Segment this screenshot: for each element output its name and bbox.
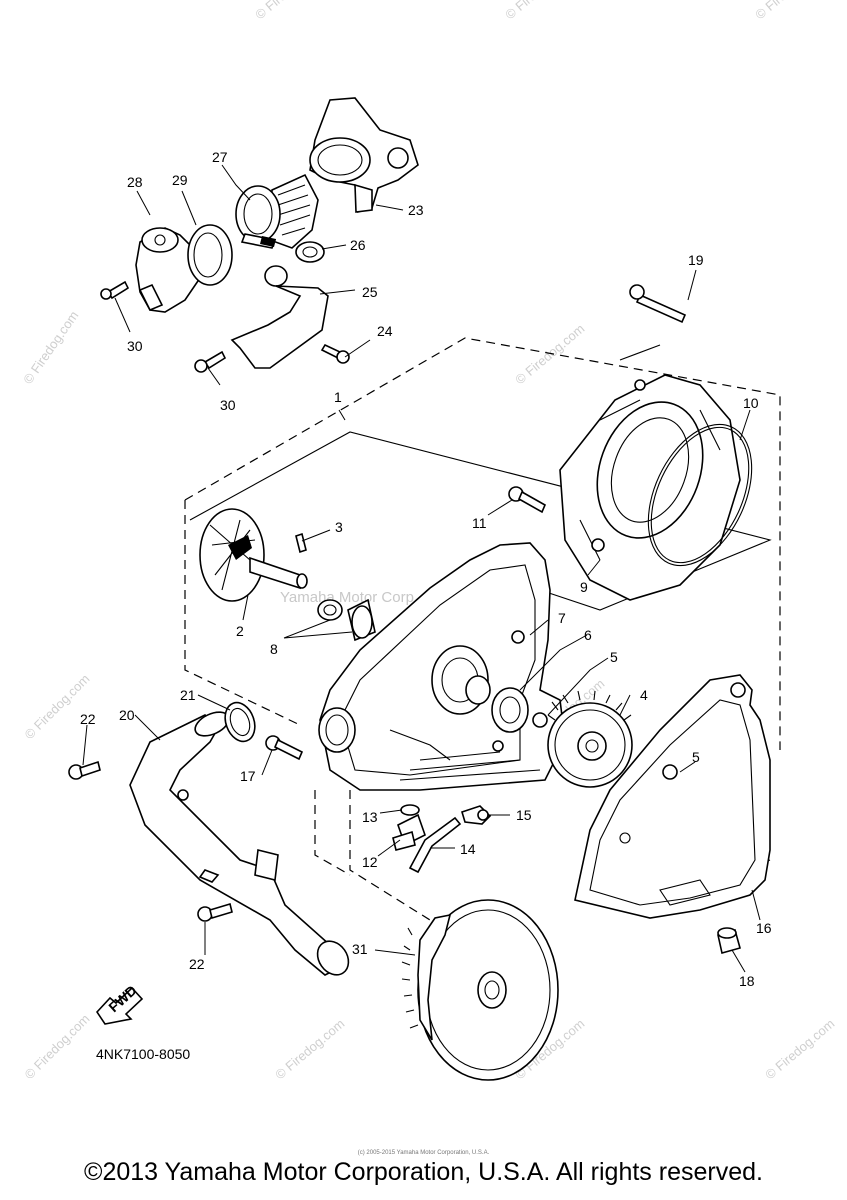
impeller-2 (199, 508, 308, 602)
callout-31: 31 (352, 941, 368, 957)
callout-25: 25 (362, 284, 378, 300)
leader-lines (82, 164, 761, 973)
callout-30: 30 (127, 338, 143, 354)
callout-28: 28 (127, 174, 143, 190)
watermark: © Firedog.com (502, 0, 577, 22)
callout-29: 29 (172, 172, 188, 188)
callout-16: 16 (756, 920, 772, 936)
housing-cover-9 (559, 374, 741, 601)
gear-31 (401, 899, 559, 1081)
gasket-29 (187, 224, 233, 286)
callout-6: 6 (584, 627, 592, 643)
callout-8: 8 (270, 641, 278, 657)
gasket-13 (400, 804, 420, 816)
callout-20: 20 (119, 707, 135, 723)
callout-23: 23 (408, 202, 424, 218)
callout-30b: 30 (220, 397, 236, 413)
callout-10: 10 (743, 395, 759, 411)
thermostat-housing-23 (309, 97, 419, 214)
callout-1: 1 (334, 389, 342, 405)
watermark: © Firedog.com (22, 1011, 93, 1082)
callout-5: 5 (610, 649, 618, 665)
watermark: © Firedog.com (22, 671, 93, 742)
thermostat-27 (235, 173, 319, 249)
pin-3 (295, 532, 307, 554)
union-15 (461, 805, 492, 825)
callout-9: 9 (580, 579, 588, 595)
fwd-arrow-icon: FWD (95, 982, 144, 1025)
bolts-upper (100, 280, 687, 373)
o-ring-26 (295, 241, 325, 263)
callout-17: 17 (240, 768, 256, 784)
callout-2: 2 (236, 623, 244, 639)
callout-15: 15 (516, 807, 532, 823)
callout-14: 14 (460, 841, 476, 857)
callout-21: 21 (180, 687, 196, 703)
watermark: © Firedog.com (752, 0, 827, 22)
oil-seals-8 (317, 598, 376, 642)
watermark: © Firedog.com (20, 308, 81, 387)
o-ring-21 (224, 701, 256, 743)
callout-18: 18 (739, 973, 755, 989)
callout-26: 26 (350, 237, 366, 253)
bolts-lower (68, 735, 304, 922)
o-ring-10 (647, 423, 753, 567)
drain-bolt-12 (392, 813, 426, 851)
pipe-20 (129, 711, 350, 976)
callout-3: 3 (335, 519, 343, 535)
watermark: © Firedog.com (512, 321, 587, 387)
callout-22: 22 (80, 711, 96, 727)
callout-22b: 22 (189, 956, 205, 972)
callout-12: 12 (362, 854, 378, 870)
bolt-11 (508, 486, 547, 514)
crankcase-cover-main (318, 542, 566, 791)
callout-5b: 5 (692, 749, 700, 765)
callout-13: 13 (362, 809, 378, 825)
gear-4 (547, 690, 633, 788)
callout-19: 19 (688, 252, 704, 268)
diagram-reference-code: 4NK7100-8050 (96, 1046, 191, 1062)
dowel-18 (717, 927, 741, 954)
fineprint: (c) 2005-2015 Yamaha Motor Corporation, … (357, 1150, 490, 1156)
callout-numbers: 1 2 3 4 5 5 6 7 8 9 10 11 12 13 14 15 16… (80, 149, 772, 989)
callout-27: 27 (212, 149, 228, 165)
callout-7: 7 (558, 610, 566, 626)
watermark: © Firedog.com (272, 1016, 347, 1082)
copyright-notice: ©2013 Yamaha Motor Corporation, U.S.A. A… (84, 1158, 763, 1186)
watermark: © Firedog.com (252, 0, 327, 22)
callout-11: 11 (472, 515, 487, 531)
hose-14 (408, 816, 462, 874)
callout-4: 4 (640, 687, 648, 703)
watermark: © Firedog.com (762, 1016, 837, 1082)
callout-24: 24 (377, 323, 393, 339)
gasket-16 (574, 674, 771, 919)
bracket-25 (230, 265, 329, 369)
